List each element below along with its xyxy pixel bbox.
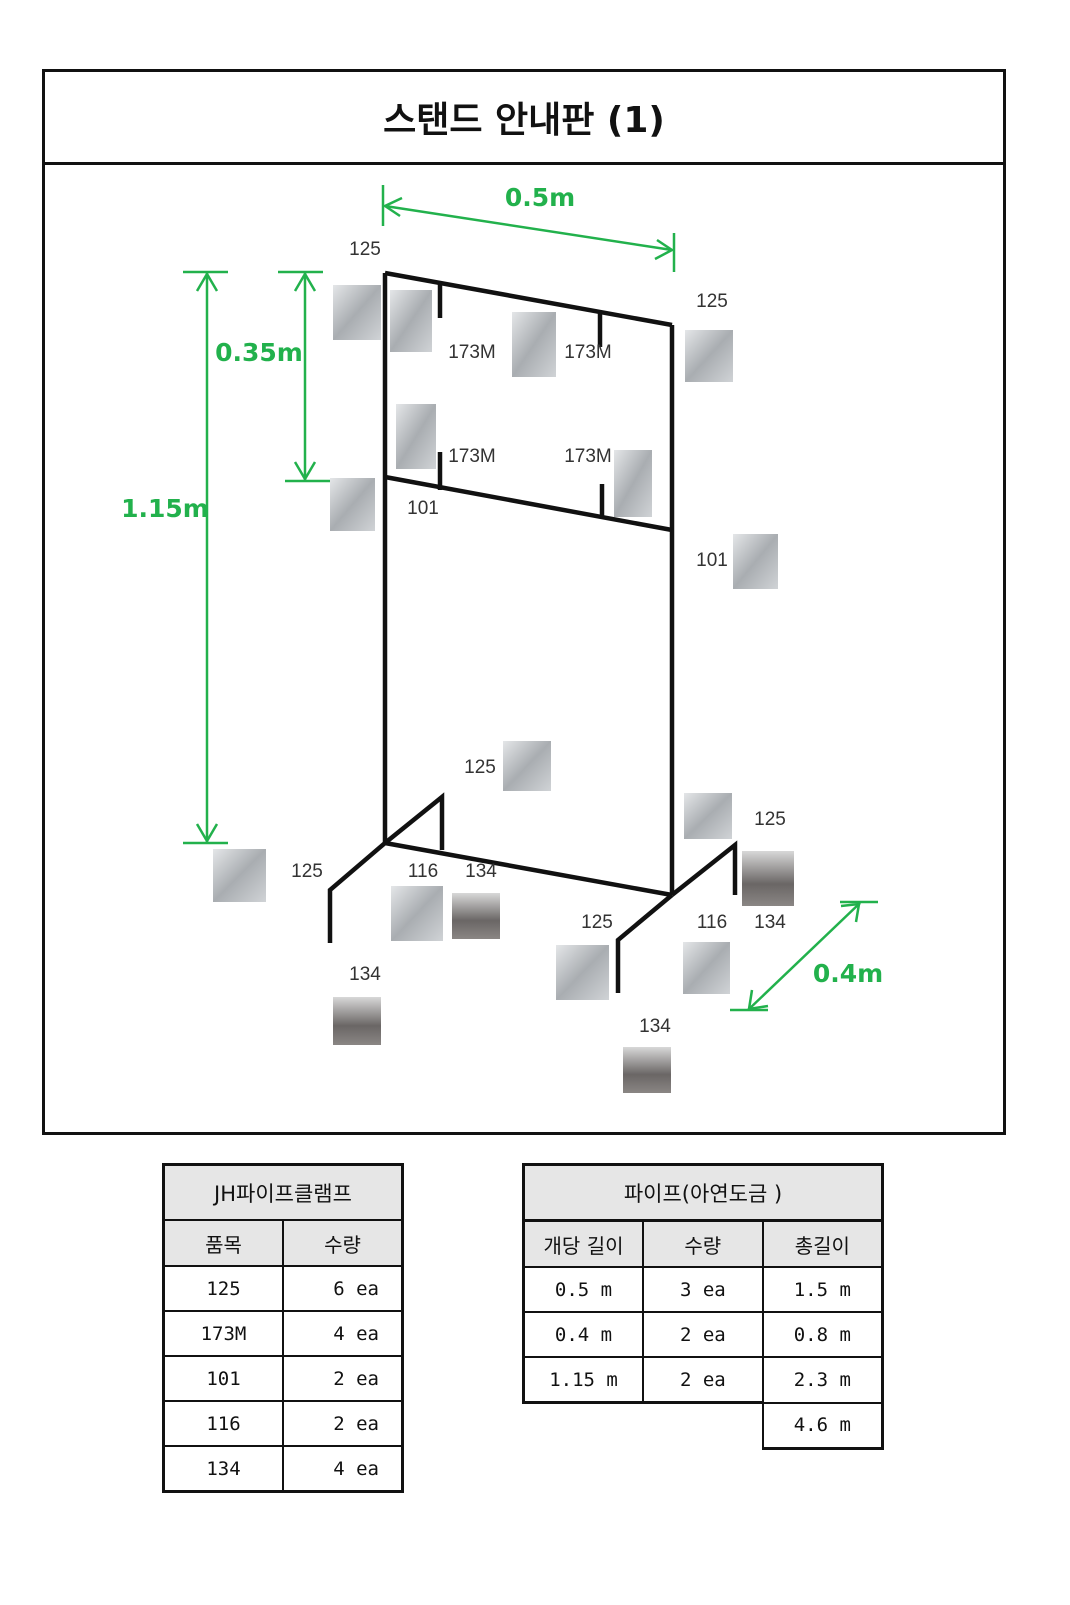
fitting-label: 125 — [349, 239, 381, 260]
qty-cell: 4 ea — [282, 1310, 404, 1357]
fitting-label: 125 — [464, 757, 496, 778]
length-cell: 1.15 m — [522, 1356, 645, 1404]
total-length-cell: 2.3 m — [761, 1356, 884, 1404]
length-cell: 0.4 m — [522, 1311, 645, 1358]
title-bar: 스탠드 안내판 (1) — [45, 72, 1003, 165]
fitting-label: 116 — [697, 912, 727, 933]
item-cell: 125 — [162, 1265, 284, 1312]
right-back-foot — [670, 840, 738, 897]
fitting-label: 125 — [291, 861, 323, 882]
fitting-label: 125 — [754, 809, 786, 830]
fitting-116-image — [683, 942, 730, 994]
fitting-125-image — [213, 849, 266, 902]
fitting-label: 116 — [408, 861, 438, 882]
qty-cell: 2 ea — [282, 1400, 404, 1447]
fitting-images — [213, 285, 794, 1093]
column-header: 품목 — [162, 1219, 284, 1267]
dimension-lines — [183, 185, 878, 1012]
column-header: 개당 길이 — [522, 1219, 645, 1268]
fitting-125-image — [685, 330, 733, 382]
fitting-173m-image — [390, 290, 432, 352]
fitting-116-image — [391, 886, 443, 941]
total-row: 4.6 m — [524, 1401, 884, 1450]
total-length-cell: 0.8 m — [761, 1311, 884, 1358]
fitting-label: 101 — [407, 498, 439, 519]
item-cell: 173M — [162, 1310, 284, 1357]
fitting-173m-image — [396, 404, 436, 469]
fitting-label: 173M — [564, 446, 612, 467]
right-front-foot — [615, 893, 674, 993]
middle-pipe — [384, 474, 673, 533]
fitting-label: 134 — [349, 964, 381, 985]
fitting-125-image — [503, 741, 551, 791]
fitting-label: 134 — [465, 861, 497, 882]
fitting-label: 134 — [754, 912, 786, 933]
fitting-125-image — [333, 285, 381, 340]
pipe-table-title: 파이프(아연도금 ) — [522, 1163, 884, 1222]
left-front-foot — [327, 841, 387, 943]
fitting-134-image — [452, 893, 500, 939]
fitting-173m-image — [512, 312, 556, 377]
column-header: 수량 — [642, 1219, 764, 1268]
qty-cell: 2 ea — [642, 1311, 764, 1358]
item-cell: 116 — [162, 1400, 284, 1447]
qty-cell: 2 ea — [642, 1356, 764, 1404]
fitting-label: 134 — [639, 1016, 671, 1037]
left-back-foot — [383, 792, 445, 850]
qty-cell: 4 ea — [282, 1445, 404, 1493]
depth-dimension: 0.4m — [813, 959, 883, 988]
qty-cell: 6 ea — [282, 1265, 404, 1312]
fitting-134-image — [623, 1047, 671, 1093]
fitting-173m-image — [614, 450, 652, 517]
fitting-134-image — [742, 851, 794, 906]
total-height-dimension: 1.15m — [121, 494, 209, 523]
fitting-label: 125 — [696, 291, 728, 312]
fitting-101-image — [733, 534, 778, 589]
fitting-125-image — [684, 793, 732, 839]
item-cell: 134 — [162, 1445, 284, 1493]
item-cell: 101 — [162, 1355, 284, 1402]
fitting-125-image — [556, 945, 609, 1000]
bottom-pipe — [384, 840, 673, 898]
fitting-label: 101 — [696, 550, 728, 571]
page-title: 스탠드 안내판 (1) — [383, 100, 665, 141]
fitting-label: 173M — [564, 342, 612, 363]
fitting-101-image — [330, 478, 375, 531]
fitting-134-image — [333, 997, 381, 1045]
column-header: 총길이 — [761, 1219, 884, 1268]
width-dimension: 0.5m — [505, 183, 575, 212]
grand-total-cell: 4.6 m — [761, 1401, 884, 1450]
fitting-label: 173M — [448, 446, 496, 467]
column-header: 수량 — [282, 1219, 404, 1267]
clamp-table-title: JH파이프클램프 — [162, 1163, 404, 1221]
fitting-labels: 125 125 125 125 125 125 173M 173M 173M 1… — [291, 239, 786, 1037]
qty-cell: 2 ea — [282, 1355, 404, 1402]
top-pipe — [384, 270, 673, 328]
pipe-frame — [327, 270, 738, 993]
qty-cell: 3 ea — [642, 1266, 764, 1313]
length-cell: 0.5 m — [522, 1266, 645, 1313]
total-length-cell: 1.5 m — [761, 1266, 884, 1313]
sign-height-dimension: 0.35m — [215, 338, 303, 367]
fitting-label: 125 — [581, 912, 613, 933]
diagram-frame: 스탠드 안내판 (1) — [42, 69, 1006, 1135]
fitting-label: 173M — [448, 342, 496, 363]
